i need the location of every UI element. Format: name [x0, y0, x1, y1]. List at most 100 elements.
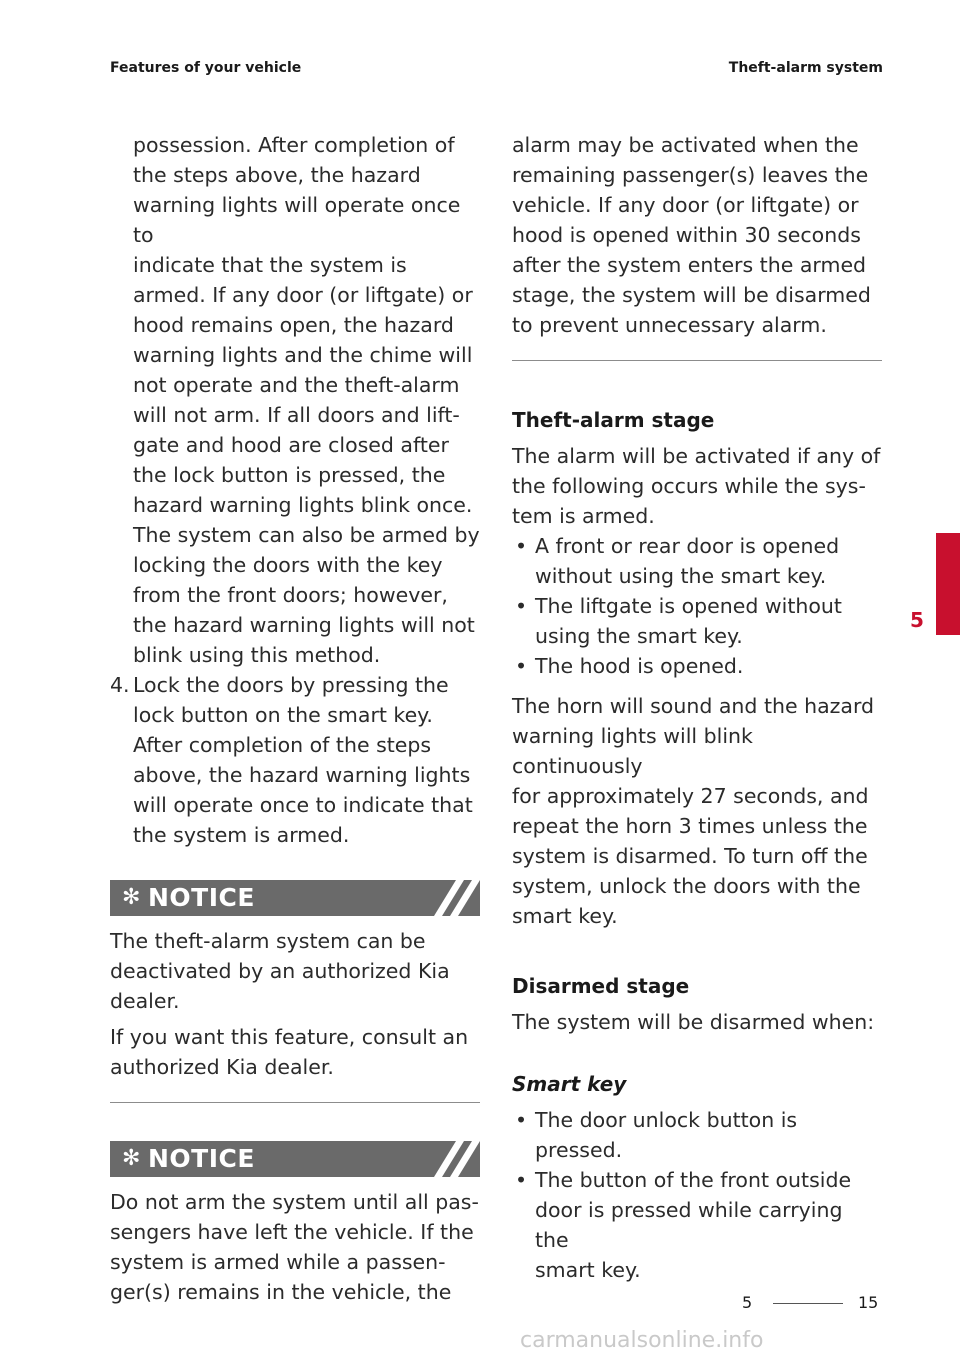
- text-line: vehicle. If any door (or liftgate) or: [512, 193, 859, 217]
- text-line: to prevent unnecessary alarm.: [512, 313, 827, 337]
- text-line: the system is armed.: [133, 823, 350, 847]
- list-item: • A front or rear door is opened without…: [512, 531, 882, 591]
- text-line: hazard warning lights blink once.: [133, 493, 473, 517]
- text-line: indicate that the system is: [133, 253, 407, 277]
- text-line: deactivated by an authorized Kia: [110, 959, 450, 983]
- step3-continuation: possession. After completion of the step…: [110, 130, 480, 670]
- text-line: blink using this method.: [133, 643, 381, 667]
- footer-chapter-number: 5: [742, 1293, 753, 1312]
- footer-divider: [773, 1303, 843, 1304]
- text-line: hood remains open, the hazard: [133, 313, 454, 337]
- text-line: authorized Kia dealer.: [110, 1055, 334, 1079]
- notice-title: NOTICE: [148, 883, 255, 912]
- text-line: Lock the doors by pressing the: [133, 673, 449, 697]
- notice-banner: ✻ NOTICE: [110, 880, 480, 916]
- text-line: warning lights will operate once to: [133, 193, 461, 247]
- footer-page-number: 15: [858, 1293, 879, 1312]
- notice-paragraph: The theft-alarm system can be deactivate…: [110, 926, 480, 1016]
- text-line: The alarm will be activated if any of: [512, 444, 881, 468]
- paragraph: The alarm will be activated if any of th…: [512, 441, 882, 531]
- text-line: The button of the front outside: [535, 1168, 852, 1192]
- text-line: warning lights will blink continuously: [512, 724, 753, 778]
- text-line: lock button on the smart key.: [133, 703, 433, 727]
- text-line: smart key.: [535, 1258, 641, 1282]
- text-line: The hood is opened.: [535, 654, 744, 678]
- step-number: 4.: [110, 673, 130, 697]
- text-line: hood is opened within 30 seconds: [512, 223, 861, 247]
- watermark: carmanualsonline.info: [520, 1328, 764, 1353]
- text-line: pressed.: [535, 1138, 623, 1162]
- text-line: The door unlock button is: [535, 1108, 798, 1132]
- text-line: gate and hood are closed after: [133, 433, 449, 457]
- text-line: ger(s) remains in the vehicle, the: [110, 1280, 452, 1304]
- chapter-tab-number: 5: [910, 608, 924, 632]
- text-line: stage, the system will be disarmed: [512, 283, 871, 307]
- text-line: the following occurs while the sys-: [512, 474, 866, 498]
- text-line: system is armed while a passen-: [110, 1250, 446, 1274]
- text-line: without using the smart key.: [535, 564, 827, 588]
- notice-paragraph: Do not arm the system until all pas- sen…: [110, 1187, 480, 1307]
- text-line: after the system enters the armed: [512, 253, 867, 277]
- text-line: for approximately 27 seconds, and: [512, 784, 869, 808]
- text-line: repeat the horn 3 times unless the: [512, 814, 868, 838]
- list-item: • The hood is opened.: [512, 651, 882, 681]
- list-item: • The button of the front outside door i…: [512, 1165, 882, 1285]
- text-line: alarm may be activated when the: [512, 133, 859, 157]
- text-line: The horn will sound and the hazard: [512, 694, 875, 718]
- asterisk-icon: ✻: [122, 885, 141, 910]
- text-line: locking the doors with the key: [133, 553, 443, 577]
- text-line: the steps above, the hazard: [133, 163, 421, 187]
- running-header-section: Features of your vehicle: [110, 60, 302, 76]
- bullet-icon: •: [515, 594, 528, 618]
- bullet-icon: •: [515, 534, 528, 558]
- notice-title: NOTICE: [148, 1144, 255, 1173]
- text-line: system, unlock the doors with the: [512, 874, 861, 898]
- section-divider: [512, 360, 882, 361]
- text-line: using the smart key.: [535, 624, 743, 648]
- section-heading: Theft-alarm stage: [512, 408, 715, 432]
- bullet-icon: •: [515, 1168, 528, 1192]
- paragraph: The horn will sound and the hazard warni…: [512, 691, 882, 931]
- text-line: A front or rear door is opened: [535, 534, 840, 558]
- step-4: 4. Lock the doors by pressing the lock b…: [110, 670, 480, 850]
- notice-paragraph: If you want this feature, consult an aut…: [110, 1022, 480, 1082]
- bullet-icon: •: [515, 654, 528, 678]
- chapter-tab: [936, 533, 960, 635]
- section-heading: Disarmed stage: [512, 974, 690, 998]
- sub-heading: Smart key: [512, 1072, 627, 1096]
- right-column: alarm may be activated when the remainin…: [512, 130, 882, 1285]
- text-line: Do not arm the system until all pas-: [110, 1190, 479, 1214]
- text-line: After completion of the steps: [133, 733, 432, 757]
- text-line: The system can also be armed by: [133, 523, 480, 547]
- text-line: dealer.: [110, 989, 180, 1013]
- text-line: system is disarmed. To turn off the: [512, 844, 868, 868]
- text-line: The system will be disarmed when:: [512, 1010, 875, 1034]
- text-line: above, the hazard warning lights: [133, 763, 471, 787]
- text-line: smart key.: [512, 904, 618, 928]
- text-line: armed. If any door (or liftgate) or: [133, 283, 473, 307]
- slash-stripes-icon: [420, 880, 480, 916]
- text-line: tem is armed.: [512, 504, 655, 528]
- text-line: The theft-alarm system can be: [110, 929, 426, 953]
- text-line: not operate and the theft-alarm: [133, 373, 460, 397]
- asterisk-icon: ✻: [122, 1146, 141, 1171]
- list-item: • The door unlock button is pressed.: [512, 1105, 882, 1165]
- text-line: the hazard warning lights will not: [133, 613, 475, 637]
- text-line: remaining passenger(s) leaves the: [512, 163, 869, 187]
- text-line: door is pressed while carrying the: [535, 1198, 843, 1252]
- slash-stripes-icon: [420, 1141, 480, 1177]
- text-line: the lock button is pressed, the: [133, 463, 446, 487]
- continued-paragraph: alarm may be activated when the remainin…: [512, 130, 882, 340]
- text-line: sengers have left the vehicle. If the: [110, 1220, 474, 1244]
- text-line: from the front doors; however,: [133, 583, 448, 607]
- bullet-icon: •: [515, 1108, 528, 1132]
- text-line: The liftgate is opened without: [535, 594, 842, 618]
- text-line: will not arm. If all doors and lift-: [133, 403, 460, 427]
- text-line: warning lights and the chime will: [133, 343, 473, 367]
- running-header-topic: Theft-alarm system: [728, 60, 883, 76]
- left-column: possession. After completion of the step…: [110, 130, 480, 1307]
- text-line: If you want this feature, consult an: [110, 1025, 469, 1049]
- text-line: will operate once to indicate that: [133, 793, 473, 817]
- text-line: possession. After completion of: [133, 133, 455, 157]
- list-item: • The liftgate is opened without using t…: [512, 591, 882, 651]
